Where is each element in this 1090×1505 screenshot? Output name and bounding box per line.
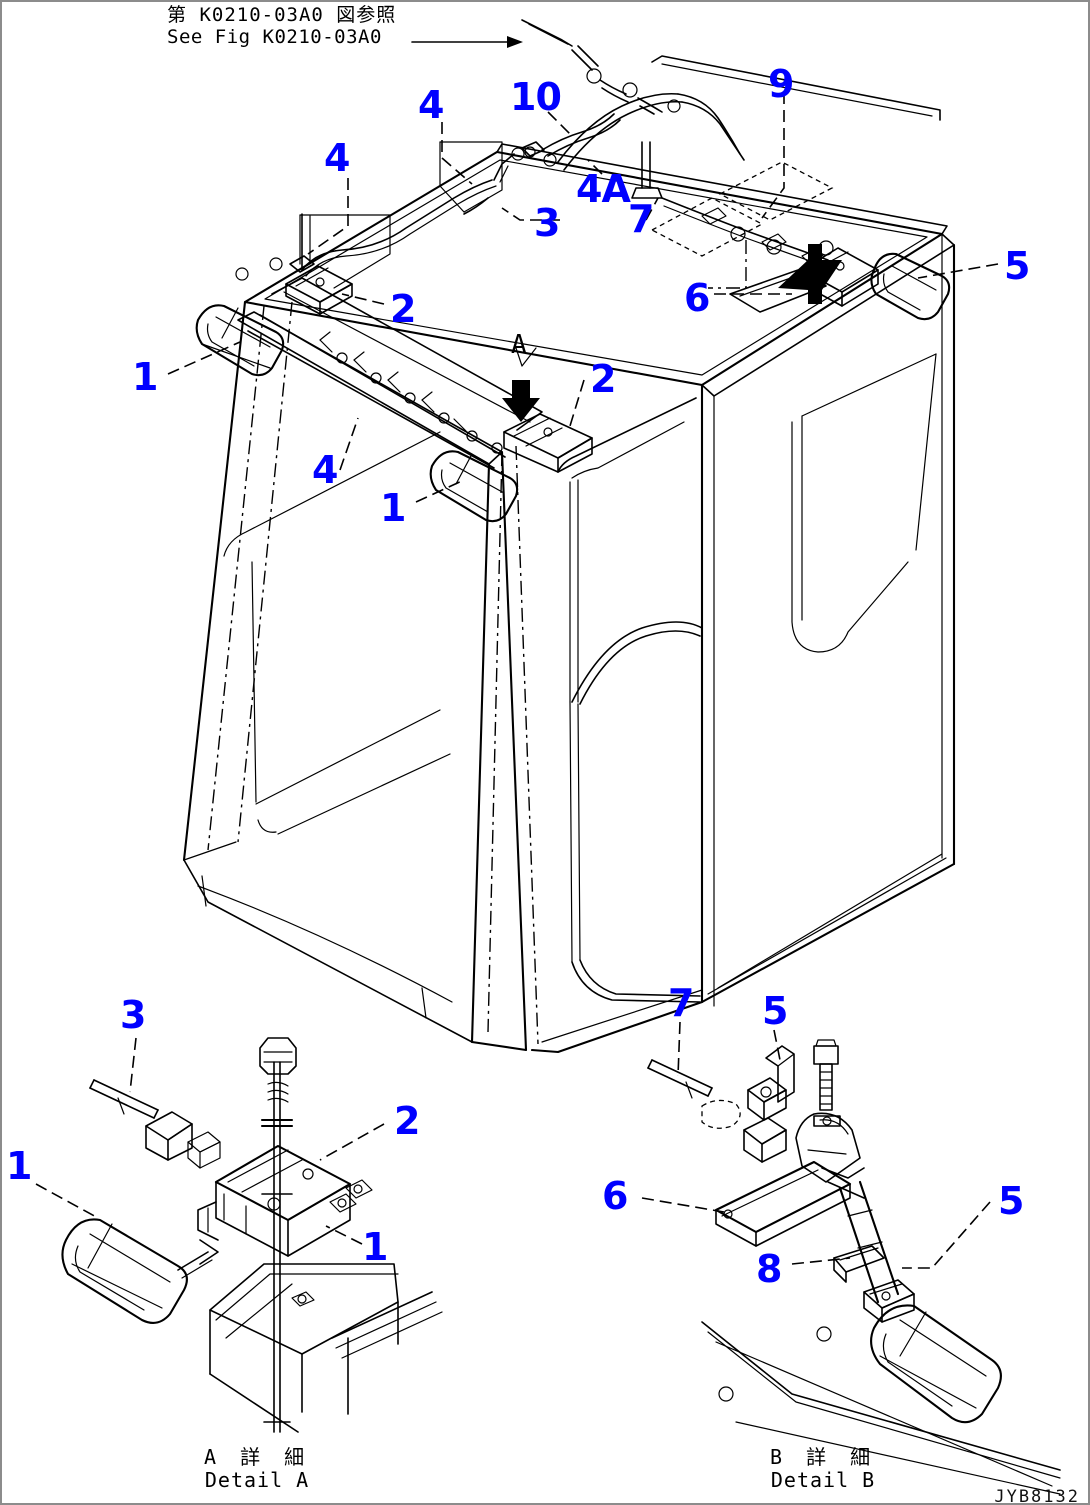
callout-c-main-1-mid: 1 (380, 486, 406, 530)
callout-c-main-3: 3 (534, 201, 560, 245)
callout-c-da-1-right: 1 (362, 1225, 388, 1269)
callout-c-main-4-lower: 4 (312, 448, 338, 492)
callout-c-main-4-left: 4 (324, 136, 350, 180)
callout-c-main-2-lower: 2 (590, 357, 616, 401)
lamp-right-rear (870, 252, 951, 321)
callout-c-main-9: 9 (768, 62, 794, 106)
detail-a-bracket (197, 1144, 352, 1257)
callout-c-db-5-right: 5 (998, 1179, 1024, 1223)
lamp-bracket-left (285, 265, 353, 315)
callout-c-da-2: 2 (394, 1099, 420, 1143)
detail-a-lamp (61, 1218, 219, 1324)
callout-c-main-4a: 4A (576, 167, 631, 211)
detail-a-nut-left (187, 1131, 221, 1169)
detail-a-caption: A 詳 細 Detail A (204, 1445, 310, 1492)
detail-b-group (641, 1021, 1061, 1495)
callout-c-main-6: 6 (684, 276, 710, 320)
section-arrow-b (708, 240, 842, 304)
detail-a-bolt (259, 1037, 315, 1433)
detail-b-pin (647, 1059, 741, 1129)
detail-a-caption-jp: A 詳 細 (204, 1445, 311, 1469)
main-view-leaders (167, 92, 999, 503)
reference-note-jp: 第 K0210-03A0 図参照 (167, 4, 397, 26)
cab-main-assembly (182, 45, 956, 1054)
detail-b-top-hardware (743, 1045, 795, 1163)
detail-b-caption-jp: B 詳 細 (770, 1445, 877, 1469)
callout-c-main-7: 7 (628, 197, 654, 241)
reference-note: 第 K0210-03A0 図参照 See Fig K0210-03A0 (167, 4, 396, 48)
reference-note-en: See Fig K0210-03A0 (167, 26, 382, 48)
detail-a-group (35, 1037, 443, 1433)
detail-b-plate (714, 1160, 852, 1247)
lamp-front-center (429, 450, 519, 523)
callout-c-main-2-upper: 2 (390, 287, 416, 331)
reference-note-leader (411, 19, 573, 48)
detail-b-stay (795, 1112, 900, 1304)
detail-b-bolt (813, 1039, 841, 1127)
section-arrow-a (502, 347, 540, 422)
callout-c-db-6: 6 (602, 1174, 628, 1218)
roof-wiring-harness (235, 45, 941, 289)
detail-b-caption-en: Detail B (770, 1468, 876, 1492)
detail-b-caption: B 詳 細 Detail B (770, 1445, 876, 1492)
section-letter-a: A (511, 330, 527, 360)
drawing-code: JYB8132 (994, 1487, 1080, 1505)
callout-c-main-1-left: 1 (132, 355, 158, 399)
detail-b-joint (833, 1245, 915, 1323)
callout-c-main-4-mid: 4 (418, 83, 444, 127)
callout-c-da-3: 3 (120, 993, 146, 1037)
detail-a-caption-en: Detail A (204, 1468, 310, 1492)
callout-c-main-5: 5 (1004, 244, 1030, 288)
callout-c-db-7: 7 (668, 981, 694, 1025)
callout-c-da-1-left: 1 (6, 1144, 32, 1188)
detail-a-hardware (329, 1179, 373, 1213)
lamp-left-upper (195, 304, 285, 377)
callout-c-db-5-top: 5 (762, 989, 788, 1033)
callout-c-main-10: 10 (510, 75, 562, 119)
lamp-bracket-center (503, 413, 593, 473)
detail-b-lamp (870, 1304, 1002, 1424)
callout-c-db-8: 8 (756, 1247, 782, 1291)
detail-a-rod (89, 1079, 193, 1161)
